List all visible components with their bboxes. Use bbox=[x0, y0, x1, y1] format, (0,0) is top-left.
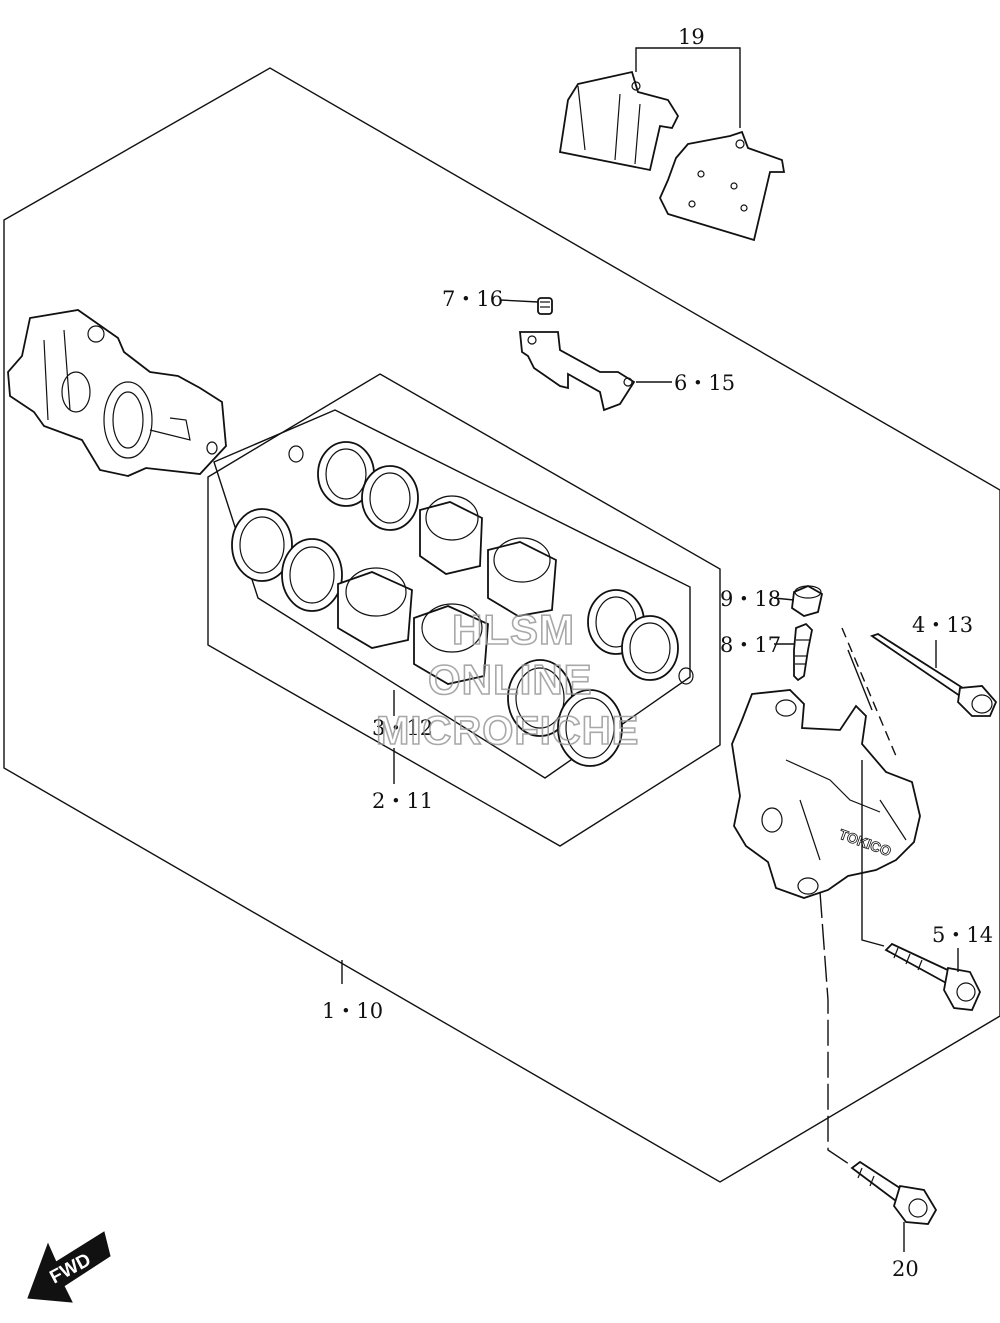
bleeder-screw bbox=[793, 622, 813, 682]
svg-text:ONLINE: ONLINE bbox=[428, 656, 593, 703]
callout-2-11: 2・11 bbox=[372, 789, 433, 813]
pad-pin bbox=[869, 633, 998, 717]
leader-7-16 bbox=[499, 299, 539, 303]
svg-text:HLSM: HLSM bbox=[452, 606, 575, 653]
watermark: HLSM ONLINE MICROFICHE bbox=[375, 605, 639, 754]
callout-20: 20 bbox=[892, 1257, 919, 1281]
callout-19: 19 bbox=[678, 25, 705, 49]
seal-kit-boundary bbox=[207, 373, 721, 847]
leader-9-18 bbox=[773, 597, 795, 601]
svg-text:MICROFICHE: MICROFICHE bbox=[376, 709, 639, 753]
leader-20-guide bbox=[819, 891, 853, 1167]
callout-3-12: 3・12 bbox=[372, 716, 433, 740]
caliper-assembly-boundary bbox=[3, 67, 1000, 1183]
callout-5-14: 5・14 bbox=[932, 923, 993, 947]
caliper-bolt-long bbox=[884, 942, 981, 1011]
fwd-arrow-icon: FWD bbox=[27, 1231, 111, 1303]
leader-5-14-guide bbox=[861, 760, 885, 947]
callout-9-18: 9・18 bbox=[720, 587, 781, 611]
caliper-half-inner bbox=[7, 309, 227, 477]
pistons bbox=[337, 495, 557, 685]
bleeder-screw-small bbox=[537, 297, 553, 315]
pad-spring bbox=[519, 331, 636, 412]
callout-6-15: 6・15 bbox=[674, 371, 735, 395]
bleeder-cap bbox=[791, 584, 824, 617]
brake-pad-set bbox=[558, 70, 786, 242]
caliper-bolt-short bbox=[850, 1160, 938, 1225]
leader-19 bbox=[635, 47, 741, 128]
callout-7-16: 7・16 bbox=[442, 287, 503, 311]
caliper-half-outer: TOKICO bbox=[731, 627, 921, 899]
callout-8-17: 8・17 bbox=[720, 633, 781, 657]
piston-set-boundary bbox=[213, 409, 691, 779]
piston-seals bbox=[231, 441, 694, 767]
callout-1-10: 1・10 bbox=[322, 999, 383, 1023]
callout-4-13: 4・13 bbox=[912, 613, 973, 637]
